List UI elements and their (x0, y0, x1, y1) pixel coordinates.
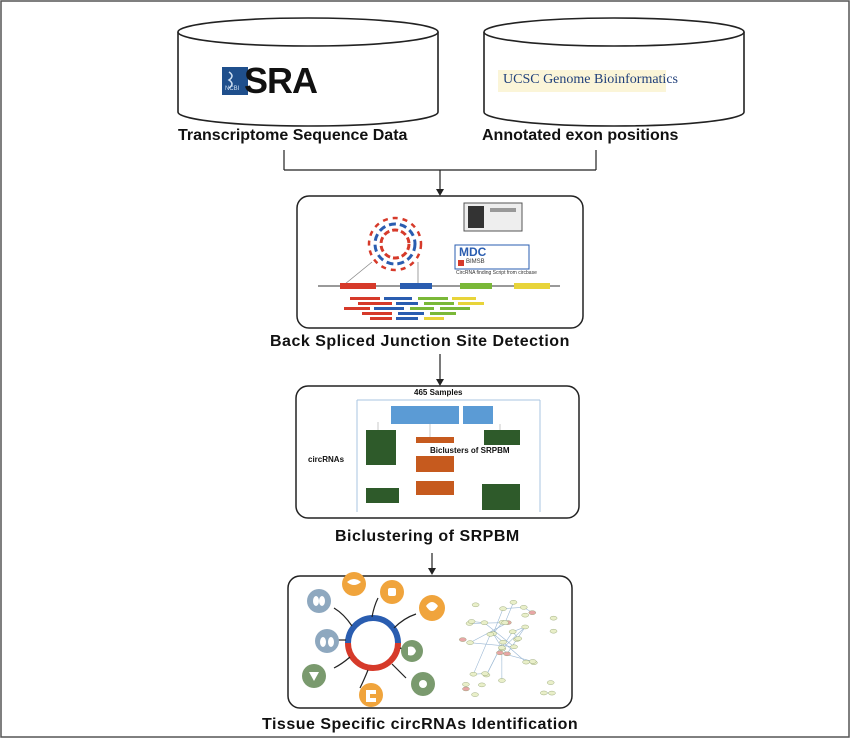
ncbi-logo-text: NCBI (225, 86, 240, 92)
exon-yellow (514, 283, 550, 289)
network-node (498, 645, 506, 650)
sequencer-icon (463, 202, 523, 232)
network-node (459, 637, 467, 642)
network-node (510, 644, 518, 649)
arrow-to-step2 (436, 379, 444, 386)
network-node (496, 650, 504, 656)
bicluster-green-2 (484, 430, 520, 445)
bicluster-green-1 (366, 430, 396, 465)
exon-red (340, 283, 376, 289)
network-edge (504, 602, 514, 623)
network-node (509, 629, 517, 634)
network-node (501, 620, 509, 625)
step1-title: Back Spliced Junction Site Detection (270, 333, 570, 350)
bimsb-text: BIMSB (466, 259, 485, 265)
network-node (498, 678, 506, 683)
network-node (471, 602, 480, 608)
network-node (480, 620, 489, 625)
merge-connector (283, 150, 597, 191)
aligned-reads (344, 297, 484, 320)
projection-lines (344, 261, 419, 285)
exon-green (460, 283, 492, 289)
bicluster-orange-1 (416, 437, 454, 443)
bicluster-orange-3 (416, 481, 454, 495)
sra-logo-text: SRA (244, 60, 318, 101)
network-node (471, 692, 479, 697)
network-node (486, 632, 495, 637)
network-node (546, 680, 555, 685)
bicluster-green-3 (366, 488, 399, 503)
matrix-frame (356, 399, 541, 512)
bicluster-blue-2 (463, 406, 493, 424)
bimsb-logo-icon (458, 260, 464, 266)
step3-title: Tissue Specific circRNAs Identification (262, 716, 579, 733)
arrow-to-step1 (436, 189, 444, 196)
circrna-ring-icon (345, 615, 401, 671)
network-node (499, 606, 507, 611)
network-node (548, 690, 556, 696)
network-node (528, 610, 537, 615)
network-node (540, 690, 548, 696)
network-node (549, 628, 558, 634)
network-edge (492, 608, 504, 634)
network-node (521, 612, 529, 618)
circrna-read-circle-icon (367, 216, 423, 272)
network-node (478, 682, 486, 688)
dna-helix-icon (227, 71, 233, 89)
network-node (509, 600, 518, 605)
interaction-network (459, 600, 558, 697)
network-node (499, 639, 507, 645)
script-caption: CircRNA finding Script from circbase (456, 270, 537, 276)
network-edge (492, 633, 527, 663)
samples-label: 465 Samples (414, 388, 463, 397)
sra-caption: Transcriptome Sequence Data (178, 127, 408, 144)
network-node (520, 605, 528, 610)
bicluster-green-4 (482, 484, 520, 510)
network-node (514, 636, 522, 641)
network-node (522, 659, 530, 665)
lung-icon (315, 629, 339, 653)
arrow-to-step3 (428, 568, 436, 575)
ncbi-logo-icon (222, 67, 248, 95)
network-node (481, 671, 489, 676)
network-node (462, 682, 470, 687)
network-node (466, 640, 474, 645)
sra-database-cylinder (177, 17, 439, 127)
network-edge (502, 626, 526, 649)
network-node (503, 651, 511, 657)
circrnas-row-label: circRNAs (308, 455, 345, 464)
network-edge (484, 622, 515, 648)
network-node (467, 619, 476, 624)
mdc-logo-text: MDC (459, 245, 487, 259)
network-edge (501, 631, 513, 648)
icon-glyphs (309, 579, 438, 702)
intestine-icon (359, 683, 383, 707)
exon-blue (400, 283, 432, 289)
mdc-logo-box (454, 244, 530, 270)
network-node (462, 686, 470, 692)
step2-title: Biclustering of SRPBM (335, 528, 520, 545)
network-node (469, 671, 478, 677)
network-edge (470, 642, 515, 648)
radiating-arrows (333, 597, 417, 689)
network-node (549, 615, 558, 621)
ucsc-logo-text: UCSC Genome Bioinformatics (503, 72, 678, 87)
network-node (529, 659, 537, 664)
network-node (521, 624, 529, 630)
ucsc-logo-background (498, 70, 666, 92)
bicluster-blue-1 (391, 406, 459, 424)
network-edge (473, 634, 491, 675)
bicluster-orange-2 (416, 456, 454, 472)
biclusters-label: Biclusters of SRPBM (430, 446, 510, 455)
ucsc-caption: Annotated exon positions (482, 127, 679, 144)
